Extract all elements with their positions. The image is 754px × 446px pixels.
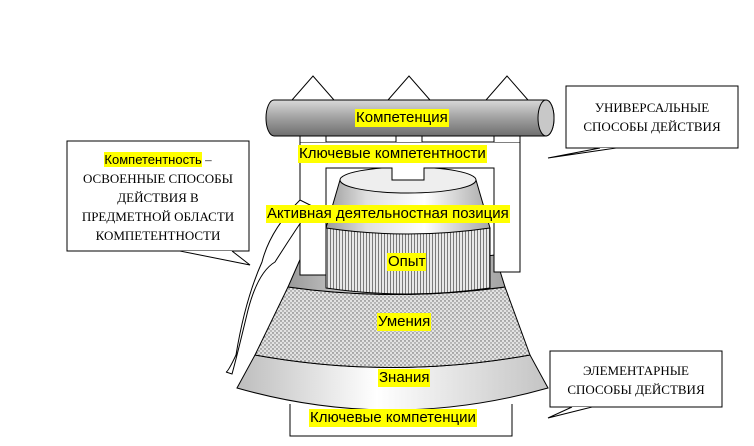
universal-callout-line-2: СПОСОБЫ ДЕЙСТВИЯ <box>583 119 721 134</box>
skills-label: Умения <box>377 313 432 331</box>
universal-callout-line-1: УНИВЕРСАЛЬНЫЕ <box>594 100 710 115</box>
universal-callout-box <box>565 85 739 149</box>
competence-bar-end <box>537 99 555 137</box>
key-competences-top-label: Ключевые компетентности <box>298 145 487 163</box>
competence-callout-text: Компетентность – ОСВОЕННЫЕ СПОСОБЫ ДЕЙСТ… <box>68 150 248 245</box>
universal-callout-pointer <box>547 147 617 159</box>
competence-bar-label: Компетенция <box>355 109 449 127</box>
bottom-bracket <box>289 404 513 437</box>
universal-callout-text: УНИВЕРСАЛЬНЫЕ СПОСОБЫ ДЕЙСТВИЯ <box>567 98 737 136</box>
competence-callout-line-4: ПРЕДМЕТНОЙ ОБЛАСТИ <box>81 209 235 224</box>
competence-callout-highlight: Компетентность <box>104 152 202 167</box>
competence-callout-dash: – <box>201 152 212 167</box>
competence-callout-pointer <box>179 250 251 266</box>
elementary-callout-line-2: СПОСОБЫ ДЕЙСТВИЯ <box>567 382 705 397</box>
competence-callout-line-3: ДЕЙСТВИЯ В <box>117 190 199 205</box>
elementary-callout-box <box>549 350 723 408</box>
competence-callout-line-5: КОМПЕТЕНТНОСТИ <box>95 228 221 243</box>
elementary-callout-text: ЭЛЕМЕНТАРНЫЕ СПОСОБЫ ДЕЙСТВИЯ <box>551 361 721 399</box>
elementary-callout-line-1: ЭЛЕМЕНТАРНЫЕ <box>583 363 689 378</box>
elementary-callout-pointer <box>547 406 593 419</box>
experience-label: Опыт <box>387 253 427 271</box>
competence-callout-line-2: ОСВОЕННЫЕ СПОСОБЫ <box>83 171 233 186</box>
knowledge-label: Знания <box>378 369 431 387</box>
active-position-label: Активная деятельностная позиция <box>266 205 510 223</box>
key-competences-bottom-label: Ключевые компетенции <box>309 409 477 427</box>
competence-callout-line-1: Компетентность – <box>68 150 248 169</box>
